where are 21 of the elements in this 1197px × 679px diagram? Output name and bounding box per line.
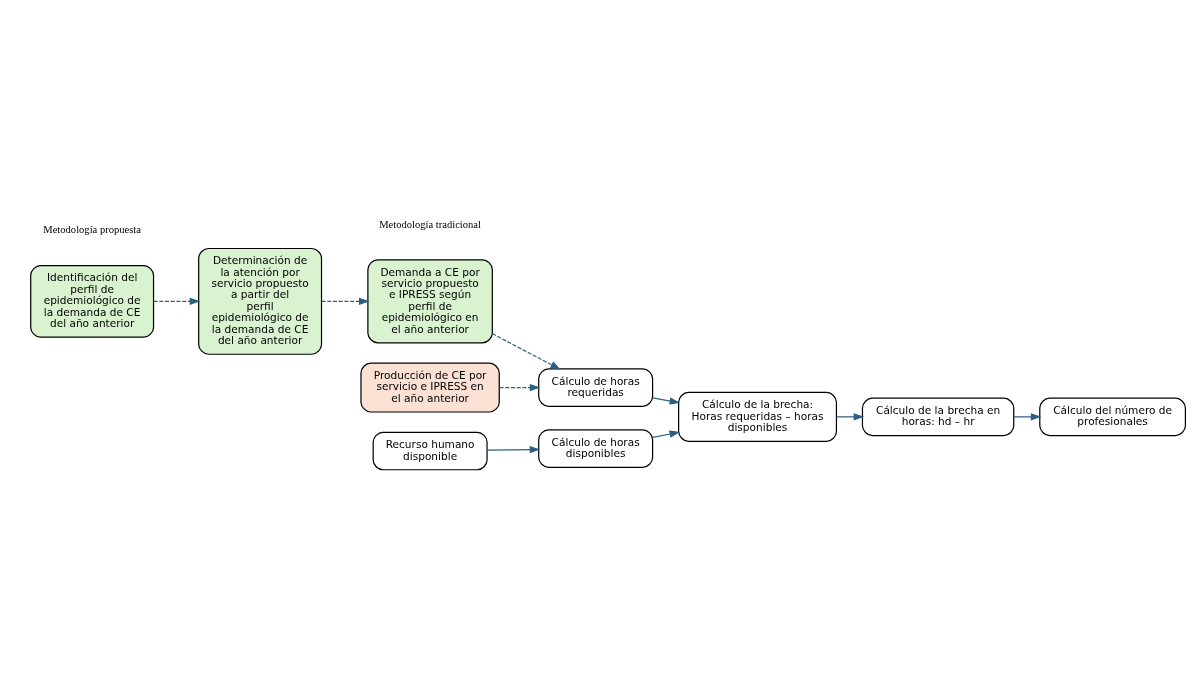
node-box: Cálculo de la brecha en horas: hd – hr [861, 397, 1015, 436]
arrow [498, 383, 541, 391]
node-box: Cálculo de la brecha: Horas requeridas – horas disponibles [678, 391, 838, 442]
arrow [1013, 412, 1042, 421]
node-box: Producción de CE por servicio e IPRESS en el año anterior [360, 362, 500, 413]
arrow [321, 297, 370, 305]
node-box: Cálculo del número de profesionales [1039, 397, 1186, 436]
node-box: Cálculo de horas disponibles [538, 428, 654, 468]
label: Metodología tradicional [379, 218, 482, 230]
arrow [835, 412, 865, 421]
arrow [652, 396, 681, 405]
arrow [153, 297, 201, 305]
node-box: Determinación de la atención por servicio propuesto a partir del perfil epidemiológico de la demanda de CE del año anterior [198, 247, 323, 355]
node-box: Cálculo de horas requeridas [538, 367, 654, 407]
arrow [652, 429, 681, 438]
label: Metodología propuesta [43, 223, 141, 235]
node-box: Recurso humano disponible [372, 431, 488, 470]
arrow [491, 332, 561, 370]
node-box: Demanda a CE por servicio propuesto e IPRESS según perfil de epidemiológico en el año anterior [367, 258, 493, 343]
node-box: Identificación del perfil de epidemiológico de la demanda de CE del año anterior [30, 264, 155, 338]
arrow [486, 445, 541, 453]
